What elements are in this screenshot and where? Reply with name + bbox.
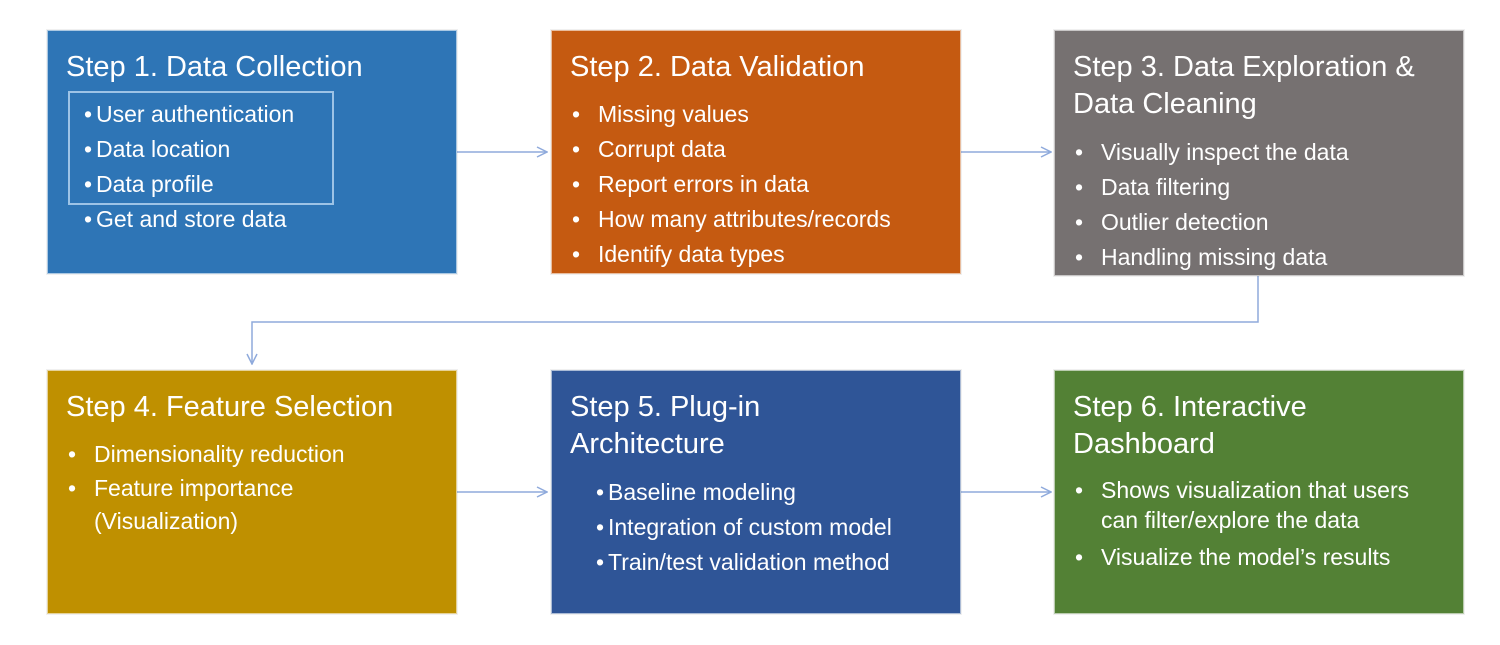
list-item: Report errors in data (572, 167, 891, 202)
list-item: Corrupt data (572, 132, 891, 167)
list-item: Baseline modeling (596, 475, 892, 510)
step-1-box: Step 1. Data Collection User authenticat… (47, 30, 457, 274)
list-item: Feature importance (Visualization) (68, 472, 368, 538)
arrow-step3-to-step4 (252, 276, 1259, 364)
step-5-list: Baseline modeling Integration of custom … (596, 475, 892, 580)
list-item: Integration of custom model (596, 510, 892, 545)
step-3-list: Visually inspect the data Data filtering… (1075, 135, 1349, 275)
list-item: Train/test validation method (596, 545, 892, 580)
step-6-box: Step 6. Interactive Dashboard Shows visu… (1054, 370, 1464, 614)
step-4-box: Step 4. Feature Selection Dimensionality… (47, 370, 457, 614)
list-item: Data filtering (1075, 170, 1349, 205)
step-5-title: Step 5. Plug-in Architecture (570, 391, 761, 460)
list-item: Outlier detection (1075, 205, 1349, 240)
step-2-list: Missing values Corrupt data Report error… (572, 97, 891, 272)
list-item: Identify data types (572, 237, 891, 272)
step-3-box: Step 3. Data Exploration & Data Cleaning… (1054, 30, 1464, 276)
step-2-box: Step 2. Data Validation Missing values C… (551, 30, 961, 274)
list-item: Get and store data (84, 202, 294, 237)
list-item: Visually inspect the data (1075, 135, 1349, 170)
step-1-title: Step 1. Data Collection (66, 51, 363, 83)
step-4-title: Step 4. Feature Selection (66, 391, 394, 423)
list-item: Data location (84, 132, 294, 167)
step-6-list: Shows visualization that users can filte… (1075, 475, 1450, 575)
step-3-title: Step 3. Data Exploration & Data Cleaning (1073, 51, 1415, 120)
list-item: Visualize the model’s results (1075, 540, 1450, 575)
list-item: Data profile (84, 167, 294, 202)
list-item: Missing values (572, 97, 891, 132)
step-5-box: Step 5. Plug-in Architecture Baseline mo… (551, 370, 961, 614)
step-4-list: Dimensionality reduction Feature importa… (68, 437, 368, 538)
step-6-title: Step 6. Interactive Dashboard (1073, 391, 1307, 460)
list-item: How many attributes/records (572, 202, 891, 237)
list-item: User authentication (84, 97, 294, 132)
step-2-title: Step 2. Data Validation (570, 51, 865, 83)
list-item: Dimensionality reduction (68, 437, 368, 472)
list-item: Shows visualization that users can filte… (1075, 475, 1450, 535)
list-item: Handling missing data (1075, 240, 1349, 275)
step-1-list: User authentication Data location Data p… (84, 97, 294, 237)
